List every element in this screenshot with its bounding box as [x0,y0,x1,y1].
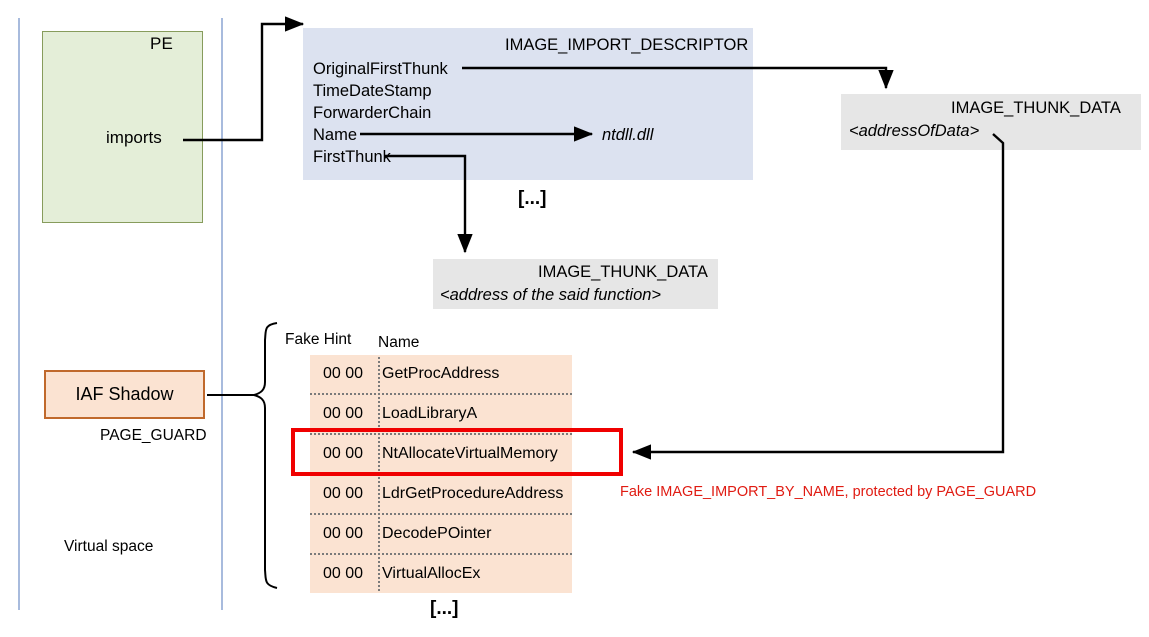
pe-region-box [42,31,203,223]
image-thunk-data-right-title: IMAGE_THUNK_DATA [951,99,1121,117]
column-divider [378,517,380,551]
row-name: NtAllocateVirtualMemory [382,445,558,462]
column-divider [378,397,380,431]
row-hint: 00 00 [322,485,363,502]
table-row[interactable]: 00 00 DecodePOinter [310,513,572,553]
row-name: LdrGetProcedureAddress [382,485,564,502]
descriptor-continuation-ellipsis: [...] [518,188,547,209]
image-thunk-data-lower-title: IMAGE_THUNK_DATA [538,263,708,281]
table-continuation-ellipsis: [...] [430,598,459,619]
table-row[interactable]: 00 00 VirtualAllocEx [310,553,572,593]
red-annotation-note: Fake IMAGE_IMPORT_BY_NAME, protected by … [620,484,1037,500]
column-divider [378,437,380,471]
column-divider [378,357,380,391]
row-hint: 00 00 [322,365,363,382]
row-name: LoadLibraryA [382,405,478,422]
column-divider [378,477,380,511]
table-row-highlighted[interactable]: 00 00 NtAllocateVirtualMemory [310,433,572,473]
pe-label: PE [150,34,174,53]
table-header-fake-hint: Fake Hint [285,331,352,348]
descriptor-field-forwarderchain: ForwarderChain [313,104,432,122]
descriptor-name-value: ntdll.dll [602,126,654,144]
table-row[interactable]: 00 00 LoadLibraryA [310,393,572,433]
table-row[interactable]: 00 00 GetProcAddress [310,355,572,393]
descriptor-field-name: Name [313,126,358,144]
descriptor-field-firstthunk: FirstThunk [313,148,391,166]
table-header-name: Name [378,334,420,351]
row-name: GetProcAddress [382,365,500,382]
iaf-shadow-label: IAF Shadow [75,384,174,404]
table-row[interactable]: 00 00 LdrGetProcedureAddress [310,473,572,513]
fake-import-by-name-table: 00 00 GetProcAddress 00 00 LoadLibraryA … [310,355,572,593]
row-hint: 00 00 [322,565,363,582]
row-name: VirtualAllocEx [382,565,481,582]
row-name: DecodePOinter [382,525,492,542]
descriptor-field-timedatestamp: TimeDateStamp [313,82,432,100]
column-divider [378,557,380,591]
image-thunk-data-lower-value: <address of the said function> [440,286,662,304]
page-guard-label: PAGE_GUARD [100,427,207,444]
descriptor-field-originalfirstthunk: OriginalFirstThunk [313,60,448,78]
iaf-shadow-box: IAF Shadow [44,370,205,419]
virtual-space-label: Virtual space [64,538,154,555]
pe-imports-label: imports [106,128,162,147]
row-hint: 00 00 [322,525,363,542]
virtual-space-rule-left [18,18,20,610]
row-hint: 00 00 [322,445,363,462]
row-hint: 00 00 [322,405,363,422]
table-grouping-brace [250,322,278,589]
image-thunk-data-right-value: <addressOfData> [849,122,980,140]
virtual-space-rule-right [221,18,223,610]
image-import-descriptor-title: IMAGE_IMPORT_DESCRIPTOR [505,36,749,54]
